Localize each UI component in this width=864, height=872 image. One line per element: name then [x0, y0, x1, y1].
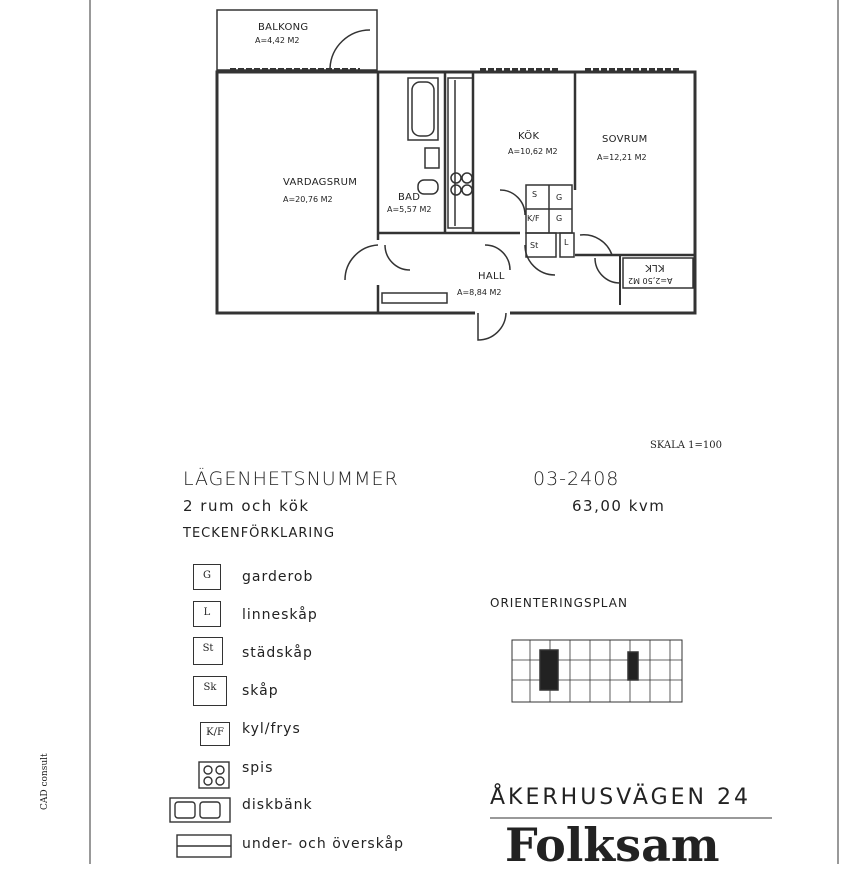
room-label-vardagsrum: VARDAGSRUM: [283, 177, 358, 188]
brand-logo: Folksam: [505, 818, 720, 872]
plan-label-g1: G: [556, 193, 563, 202]
room-label-kok: KÖK: [518, 131, 540, 142]
plan-label-st: St: [530, 241, 539, 250]
legend-label-stadskap: städskåp: [242, 645, 313, 661]
apartment-size: 63,00 kvm: [572, 497, 666, 515]
scale-label: SKALA 1=100: [650, 440, 723, 451]
legend-label-garderob: garderob: [242, 569, 314, 585]
room-area-klk: A=2,50 M2: [628, 276, 673, 285]
legend-label-diskbank: diskbänk: [242, 797, 313, 813]
orientation-plan-label: ORIENTERINGSPLAN: [490, 596, 628, 610]
room-area-vardagsrum: A=20,76 M2: [283, 195, 333, 204]
legend-symbol-stadskap: St: [193, 637, 223, 665]
plan-label-s: S: [532, 190, 538, 199]
room-label-hall: HALL: [478, 271, 505, 282]
legend-symbol-kylfrys: K/F: [200, 722, 230, 746]
legend-label-kylfrys: kyl/frys: [242, 721, 301, 737]
plan-label-l: L: [564, 238, 569, 247]
room-label-bad: BAD: [398, 192, 421, 203]
plan-label-kf: K/F: [527, 214, 540, 223]
room-label-sovrum: SOVRUM: [602, 134, 648, 145]
legend-symbol-linneskap: L: [193, 601, 221, 627]
apartment-rooms: 2 rum och kök: [183, 497, 310, 515]
legend-symbol-garderob: G: [193, 564, 221, 590]
room-label-balkong: BALKONG: [258, 22, 309, 33]
balcony-door-arc: [329, 29, 371, 69]
apartment-number: 03-2408: [533, 468, 620, 490]
outer-wall: [215, 70, 697, 315]
legend-label-under-overskap: under- och överskåp: [242, 836, 405, 852]
credit-text: CAD consult: [40, 753, 50, 810]
legend-label-spis: spis: [242, 760, 274, 776]
apartment-number-label: LÄGENHETSNUMMER: [183, 468, 399, 490]
room-area-hall: A=8,84 M2: [457, 288, 502, 297]
legend-title: TECKENFÖRKLARING: [183, 526, 336, 541]
room-area-bad: A=5,57 M2: [387, 205, 432, 214]
room-area-kok: A=10,62 M2: [508, 147, 558, 156]
address: ÅKERHUSVÄGEN 24: [490, 785, 751, 810]
legend-label-skap: skåp: [242, 683, 279, 699]
legend-label-linneskap: linneskåp: [242, 607, 318, 623]
plan-label-g2: G: [556, 214, 563, 223]
room-area-balkong: A=4,42 M2: [255, 36, 300, 45]
room-area-sovrum: A=12,21 M2: [597, 153, 647, 162]
legend-symbol-skap: Sk: [193, 676, 227, 706]
room-label-klk: KLK: [645, 262, 665, 273]
